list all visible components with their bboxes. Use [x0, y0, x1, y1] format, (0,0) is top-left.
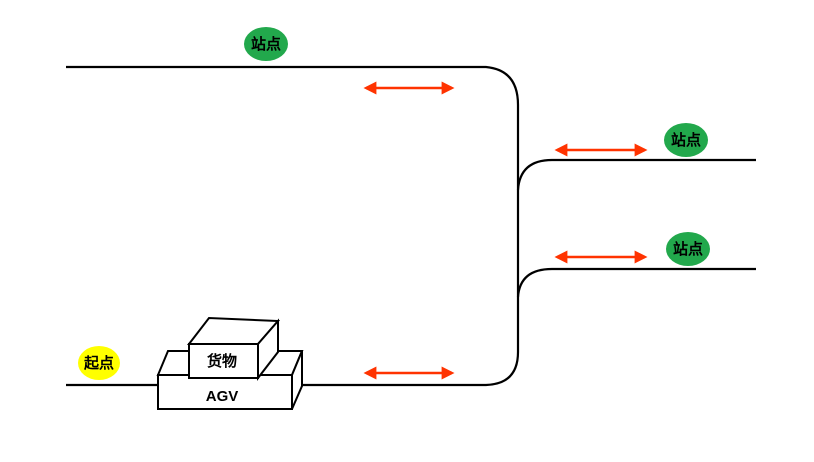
- station-badge-mid: 站点: [664, 123, 708, 157]
- station-label-top: 站点: [251, 35, 281, 53]
- cargo-front-face: [188, 343, 259, 379]
- cargo-box: 货物: [186, 316, 281, 381]
- cargo-label: 货物: [207, 352, 237, 370]
- track-branch-mid: [516, 158, 756, 191]
- track-lines: [66, 65, 756, 387]
- station-label-low: 站点: [673, 240, 703, 258]
- agv-front-face: [157, 374, 293, 410]
- track-top: [66, 65, 520, 387]
- start-badge: 起点: [78, 346, 120, 380]
- agv-label: AGV: [206, 388, 239, 405]
- track-branch-low: [516, 267, 756, 298]
- direction-arrows: [363, 81, 648, 380]
- station-badge-top: 站点: [244, 27, 288, 61]
- station-label-mid: 站点: [671, 131, 701, 149]
- start-label: 起点: [83, 354, 114, 372]
- station-badge-low: 站点: [666, 232, 710, 266]
